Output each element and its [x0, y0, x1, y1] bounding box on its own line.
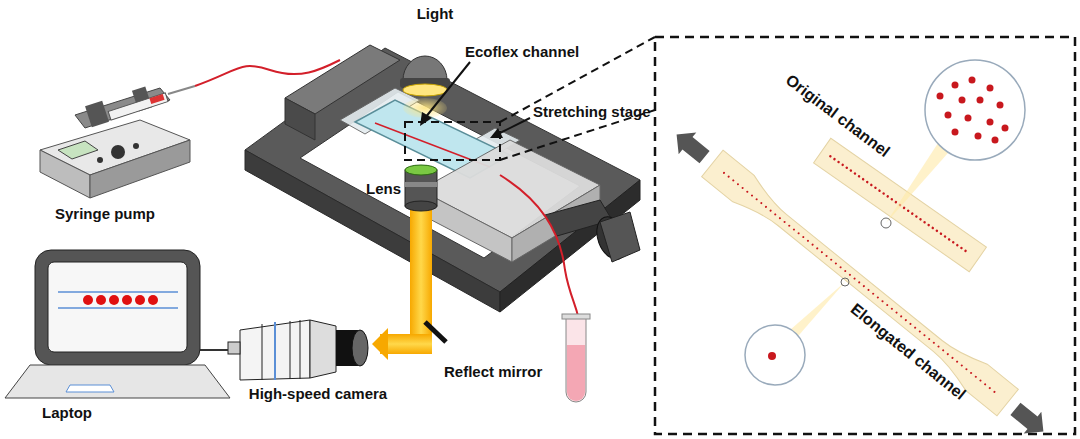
stage-label: Stretching stage: [533, 104, 651, 121]
lens-label: Lens: [366, 181, 401, 198]
leader-line: [425, 62, 470, 118]
magnified-view: [745, 325, 805, 385]
beam-arrowhead: [372, 328, 388, 360]
syringe-pump: [40, 86, 195, 198]
high-speed-camera: [228, 320, 368, 380]
camera-label: High-speed camera: [249, 386, 387, 403]
mirror-label: Reflect mirror: [444, 364, 542, 381]
microscope-stage: [245, 45, 640, 312]
channel-label: Ecoflex channel: [465, 44, 579, 61]
leader-arrowhead: [490, 128, 503, 138]
zoom-region: [405, 122, 500, 160]
objective-lens: [405, 165, 437, 211]
pump-label: Syringe pump: [55, 206, 155, 223]
outlet-tubing: [500, 175, 580, 330]
light-source: [400, 56, 450, 118]
laptop: [5, 250, 230, 398]
inset-frame: [655, 37, 1075, 434]
collection-tube: [562, 314, 590, 402]
leader-arrowhead: [420, 112, 432, 126]
laptop-label: Laptop: [42, 405, 92, 422]
elongated-channel: [666, 121, 1054, 439]
magnified-view: [925, 60, 1025, 160]
reflect-mirror: [425, 322, 446, 342]
light-label: Light: [417, 6, 454, 23]
camera-cable: [200, 349, 228, 351]
